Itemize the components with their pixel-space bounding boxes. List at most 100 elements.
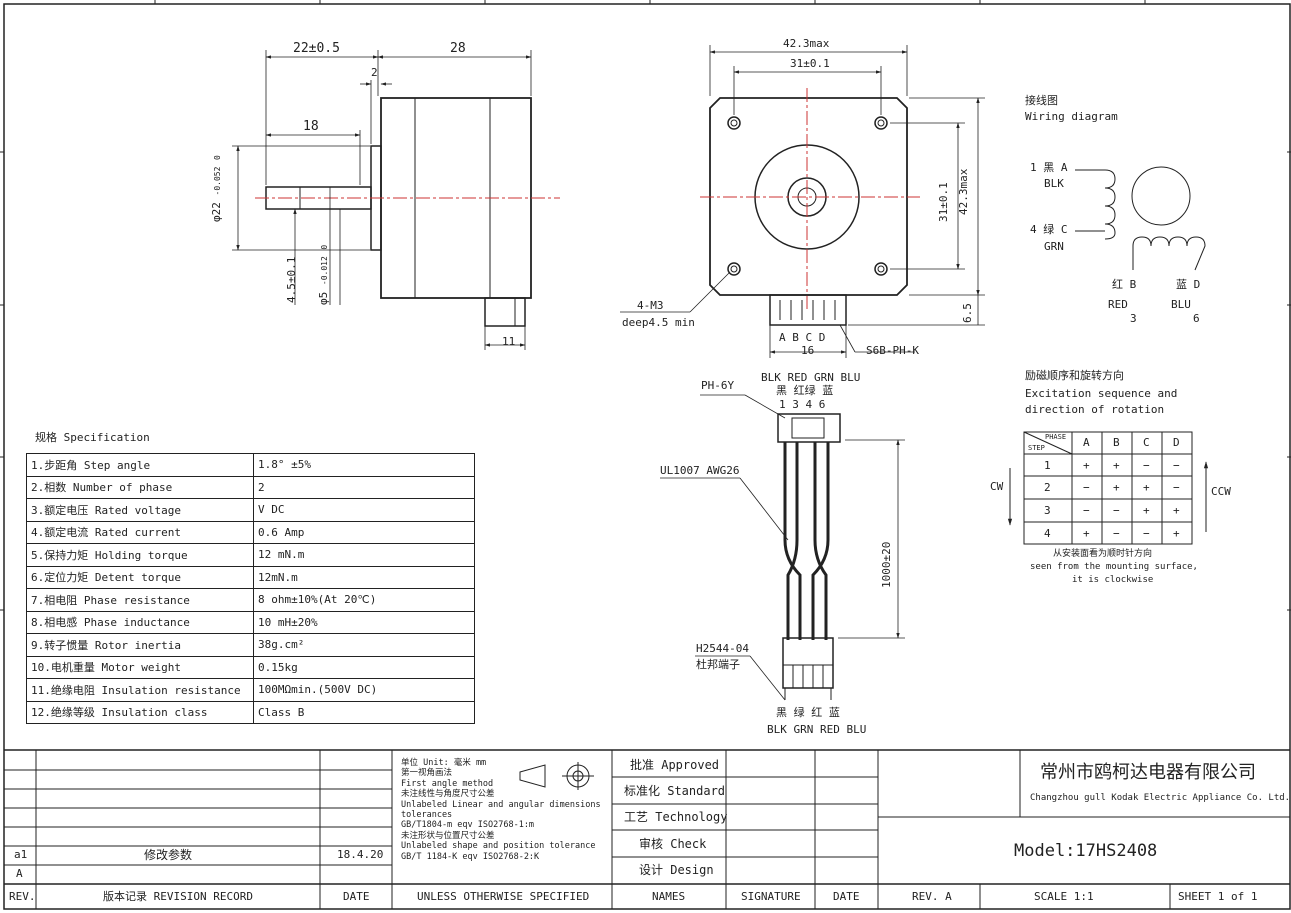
spec-name: 10.电机重量 Motor weight <box>26 655 254 679</box>
excitation-note-en1: seen from the mounting surface, <box>1030 562 1198 572</box>
excitation-cell: + <box>1083 459 1090 472</box>
cable-colors-en-top: BLK RED GRN BLU <box>761 371 861 384</box>
wiring-pinB-num: 3 <box>1130 312 1137 325</box>
scale-label: SCALE 1:1 <box>1034 890 1094 903</box>
spec-row: 7.相电阻 Phase resistance 8 ohm±10%(At 20℃) <box>26 588 475 612</box>
excitation-corner-step: STEP <box>1028 444 1045 452</box>
excitation-title-en2: direction of rotation <box>1025 403 1165 416</box>
spec-value: 38g.cm² <box>253 633 475 657</box>
spec-name: 4.额定电流 Rated current <box>26 520 254 544</box>
title-block-grid <box>4 749 1290 909</box>
excitation-cell: − <box>1143 459 1150 472</box>
connector-label: S6B-PH-K <box>866 344 919 357</box>
dim-28-label: 28 <box>450 41 466 56</box>
spec-value: 12 mN.m <box>253 543 475 567</box>
hdr-date: DATE <box>343 890 370 903</box>
wiring-pinD-color: BLU <box>1171 298 1191 311</box>
names-label: NAMES <box>652 890 686 903</box>
tolerance-note-line: 单位 Unit: 毫米 mm <box>401 758 487 768</box>
wiring-diagram-schematic <box>1075 166 1206 271</box>
cable-dimensions <box>660 394 905 701</box>
company-name-cn: 常州市鸥柯达电器有限公司 <box>1040 762 1256 783</box>
spec-name: 5.保持力矩 Holding torque <box>26 543 254 567</box>
spec-name: 9.转子惯量 Rotor inertia <box>26 633 254 657</box>
model-label: Model:17HS2408 <box>1014 841 1158 861</box>
excitation-cell: + <box>1143 481 1150 494</box>
excitation-cell: + <box>1083 527 1090 540</box>
spec-name: 3.额定电压 Rated voltage <box>26 498 254 522</box>
rev-a1-desc: 修改参数 <box>144 848 193 862</box>
excitation-step: 1 <box>1044 459 1051 472</box>
spec-value: V DC <box>253 498 475 522</box>
spec-value: 12mN.m <box>253 565 475 589</box>
excitation-title-en1: Excitation sequence and <box>1025 387 1178 400</box>
spec-name: 8.相电感 Phase inductance <box>26 610 254 634</box>
tolerance-note-line: Unlabeled shape and position tolerance <box>401 841 596 852</box>
wiring-pinD-num: 6 <box>1193 312 1200 325</box>
ccw-label: CCW <box>1211 485 1231 498</box>
wiring-pin1: 1 黑 A <box>1030 161 1068 174</box>
h2544-label: H2544-04 <box>696 642 749 655</box>
wire-spec-label: UL1007 AWG26 <box>660 464 740 477</box>
wiring-pin4: 4 绿 C <box>1030 223 1068 236</box>
unless-specified: UNLESS OTHERWISE SPECIFIED <box>417 890 590 903</box>
first-angle-projection-symbol <box>519 762 594 790</box>
side-view-dimensions <box>232 50 532 350</box>
excitation-table-grid <box>1007 431 1209 545</box>
signature-label: SIGNATURE <box>741 890 801 903</box>
tolerance-note-line: 第一视角画法 <box>401 768 453 779</box>
dim-6-5-label: 6.5 <box>961 303 974 323</box>
dim-phi5-label: φ5 -0.012 0 <box>317 244 330 305</box>
dupont-label: 杜邦端子 <box>696 658 740 671</box>
excitation-cell: − <box>1083 481 1090 494</box>
spec-name: 7.相电阻 Phase resistance <box>26 588 254 612</box>
excitation-cell: − <box>1143 527 1150 540</box>
excitation-corner-phase: PHASE <box>1045 433 1067 441</box>
cable-assembly <box>777 413 841 700</box>
excitation-note-cn: 从安装面看为顺时针方向 <box>1053 549 1153 559</box>
check-label: 审核 Check <box>639 837 707 851</box>
hole-label: 4-M3 <box>637 299 664 312</box>
wiring-pin1-color: BLK <box>1044 177 1064 190</box>
excitation-cell: + <box>1113 481 1120 494</box>
excitation-header: B <box>1113 436 1120 449</box>
pin-letters: A B C D <box>779 331 826 344</box>
front-view-dimensions <box>620 45 985 358</box>
dim-2-label: 2 <box>371 66 378 79</box>
dim-16-label: 16 <box>801 344 815 357</box>
wiring-pinB-color: RED <box>1108 298 1128 311</box>
excitation-cell: + <box>1143 504 1150 517</box>
cable-colors-cn-bottom: 黑 绿 红 蓝 <box>776 706 840 719</box>
tolerance-note-line: GB/T1804-m eqv ISO2768-1:m <box>401 820 535 831</box>
wiring-pinD: 蓝 D <box>1176 278 1201 291</box>
excitation-step: 2 <box>1044 481 1051 494</box>
dim-18-label: 18 <box>303 119 319 134</box>
excitation-cell: + <box>1173 504 1180 517</box>
excitation-step: 3 <box>1044 504 1051 517</box>
excitation-cell: + <box>1173 527 1180 540</box>
rev-a1: a1 <box>14 848 28 861</box>
spec-value: 1.8° ±5% <box>253 453 475 477</box>
technology-label: 工艺 Technology <box>624 810 728 824</box>
tolerance-note-line: 未注形状与位置尺寸公差 <box>401 830 495 841</box>
spec-name: 12.绝缘等级 Insulation class <box>26 700 254 724</box>
excitation-title-cn: 励磁顺序和旋转方向 <box>1025 369 1124 382</box>
excitation-cell: − <box>1173 459 1180 472</box>
rev-a1-date: 18.4.20 <box>337 848 384 861</box>
cable-pins-top: 1 3 4 6 <box>779 398 826 411</box>
excitation-step: 4 <box>1044 527 1051 540</box>
dim-22-label: 22±0.5 <box>293 41 340 56</box>
date-label: DATE <box>833 890 860 903</box>
dim-11-label: 11 <box>502 335 516 348</box>
spec-name: 2.相数 Number of phase <box>26 475 254 499</box>
wiring-pinB: 红 B <box>1112 278 1137 291</box>
dim-42-3max-right: 42.3max <box>957 168 970 215</box>
